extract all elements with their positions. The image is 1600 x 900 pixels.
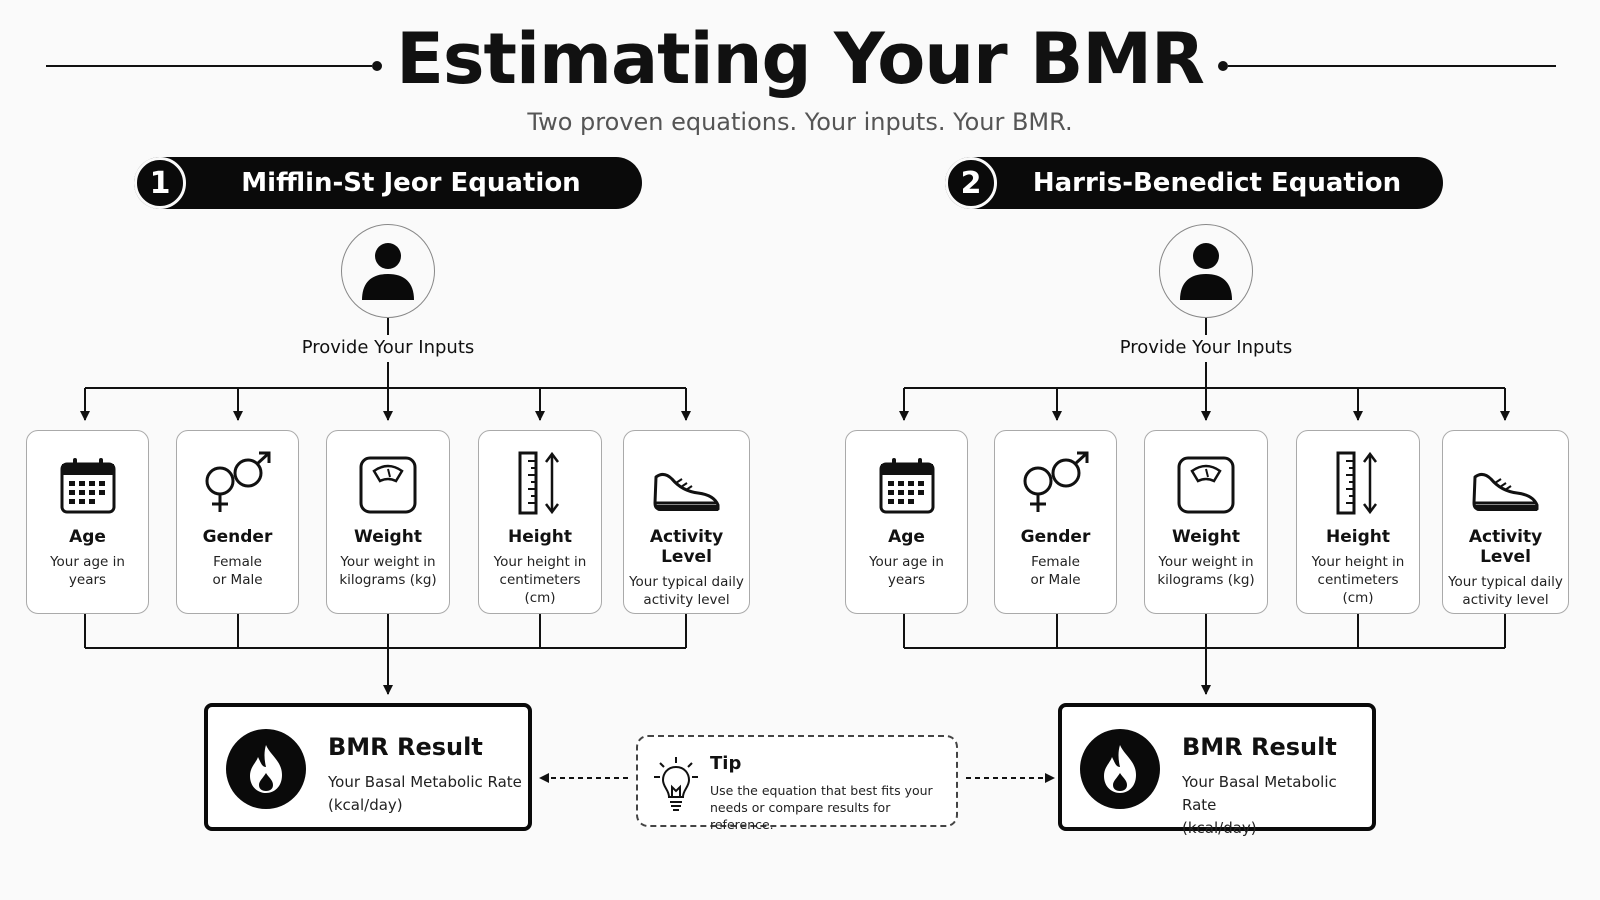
tip-text-line: Use the equation that best fits your xyxy=(710,783,933,798)
input-description-line: kilograms (kg) xyxy=(1157,572,1255,588)
result-description-line: (kcal/day) xyxy=(328,796,403,814)
input-description-line: Your typical daily xyxy=(1448,574,1563,590)
flame-icon xyxy=(1104,745,1136,793)
input-description: Female or Male xyxy=(177,553,298,589)
bmr-result-box: BMR Result Your Basal Metabolic Rate (kc… xyxy=(1058,703,1376,837)
input-card-gender: Gender Female or Male xyxy=(994,430,1117,614)
input-title: Height xyxy=(1326,527,1390,547)
equation-number-badge: 2 xyxy=(945,157,997,209)
input-description-line: Your age in xyxy=(50,554,125,570)
input-title: Activity Level xyxy=(649,527,724,567)
gender-icon xyxy=(1023,451,1088,512)
input-card-gender: Gender Female or Male xyxy=(176,430,299,614)
lightbulb-icon xyxy=(654,757,698,811)
input-description-line: Your weight in xyxy=(340,554,436,570)
equation-number-badge: 1 xyxy=(134,157,186,209)
input-description-line: centimeters (cm) xyxy=(1317,572,1399,606)
input-description-line: kilograms (kg) xyxy=(339,572,437,588)
tip-text-line: needs or compare results for reference. xyxy=(710,800,891,832)
input-description-line: or Male xyxy=(1030,572,1081,588)
equation-name: Harris-Benedict Equation xyxy=(1032,168,1402,198)
input-card-age: Age Your age in years xyxy=(26,430,149,614)
ruler-icon xyxy=(1336,451,1377,515)
user-icon xyxy=(1180,243,1232,300)
result-description: Your Basal Metabolic Rate (kcal/day) xyxy=(1182,771,1372,840)
result-description-line: (kcal/day) xyxy=(1182,819,1257,837)
user-icon xyxy=(362,243,414,300)
result-description-line: Your Basal Metabolic Rate xyxy=(328,773,522,791)
ruler-icon xyxy=(518,451,559,515)
input-card-weight: Weight Your weight in kilograms (kg) xyxy=(1144,430,1268,614)
input-description: Female or Male xyxy=(995,553,1116,589)
result-description: Your Basal Metabolic Rate (kcal/day) xyxy=(328,771,522,817)
input-description-line: Your height in xyxy=(1311,554,1405,570)
input-description: Your weight in kilograms (kg) xyxy=(1145,553,1267,589)
input-description: Your weight in kilograms (kg) xyxy=(327,553,449,589)
input-description-line: Your age in xyxy=(869,554,944,570)
flame-badge xyxy=(1080,729,1160,809)
input-description: Your height in centimeters (cm) xyxy=(1297,553,1419,607)
result-description-line: Your Basal Metabolic Rate xyxy=(1182,773,1337,814)
input-title: Weight xyxy=(1172,527,1240,547)
input-title: Weight xyxy=(354,527,422,547)
input-title: Gender xyxy=(1020,527,1091,547)
input-card-weight: Weight Your weight in kilograms (kg) xyxy=(326,430,450,614)
page-subtitle: Two proven equations. Your inputs. Your … xyxy=(527,108,1073,136)
input-description: Your height in centimeters (cm) xyxy=(479,553,601,607)
bmr-result-box: BMR Result Your Basal Metabolic Rate (kc… xyxy=(204,703,532,831)
input-description-line: activity level xyxy=(643,592,730,608)
flame-badge xyxy=(226,729,306,809)
input-card-age: Age Your age in years xyxy=(845,430,968,614)
input-description: Your typical daily activity level xyxy=(1443,573,1568,609)
equation-name: Mifflin-St Jeor Equation xyxy=(241,168,581,198)
sneaker-icon xyxy=(1472,472,1538,511)
equation-header: 2 Harris-Benedict Equation xyxy=(945,157,1443,209)
input-title: Height xyxy=(508,527,572,547)
gender-icon xyxy=(205,451,270,512)
input-title: Age xyxy=(69,527,106,547)
input-description-line: or Male xyxy=(212,572,263,588)
input-description-line: Female xyxy=(213,554,262,570)
user-avatar xyxy=(1159,224,1253,318)
input-title: Gender xyxy=(202,527,273,547)
calendar-icon xyxy=(879,458,934,514)
input-title: Age xyxy=(888,527,925,547)
user-avatar xyxy=(341,224,435,318)
scale-icon xyxy=(1177,456,1235,514)
input-description-line: Your typical daily xyxy=(629,574,744,590)
result-title: BMR Result xyxy=(328,733,483,761)
input-title: Activity Level xyxy=(1468,527,1543,567)
sneaker-icon xyxy=(653,472,719,511)
input-card-height: Height Your height in centimeters (cm) xyxy=(1296,430,1420,614)
input-card-activity-level: Activity Level Your typical daily activi… xyxy=(623,430,750,614)
input-description: Your age in years xyxy=(27,553,148,589)
input-description-line: Your height in xyxy=(493,554,587,570)
input-description-line: activity level xyxy=(1462,592,1549,608)
tip-title: Tip xyxy=(710,753,742,774)
input-description: Your age in years xyxy=(846,553,967,589)
input-description-line: centimeters (cm) xyxy=(499,572,581,606)
equation-header: 1 Mifflin-St Jeor Equation xyxy=(134,157,642,209)
result-title: BMR Result xyxy=(1182,733,1337,761)
scale-icon xyxy=(359,456,417,514)
calendar-icon xyxy=(60,458,115,514)
flame-icon xyxy=(250,745,282,793)
input-description-line: Female xyxy=(1031,554,1080,570)
input-description-line: years xyxy=(887,572,926,588)
tip-box: Tip Use the equation that best fits your… xyxy=(636,735,958,832)
input-card-height: Height Your height in centimeters (cm) xyxy=(478,430,602,614)
input-description-line: years xyxy=(68,572,107,588)
inputs-label: Provide Your Inputs xyxy=(1119,337,1293,358)
input-description-line: Your weight in xyxy=(1158,554,1254,570)
inputs-label: Provide Your Inputs xyxy=(301,337,475,358)
input-description: Your typical daily activity level xyxy=(624,573,749,609)
tip-text: Use the equation that best fits your nee… xyxy=(710,782,950,833)
page-title: Estimating Your BMR xyxy=(396,18,1205,100)
input-card-activity-level: Activity Level Your typical daily activi… xyxy=(1442,430,1569,614)
